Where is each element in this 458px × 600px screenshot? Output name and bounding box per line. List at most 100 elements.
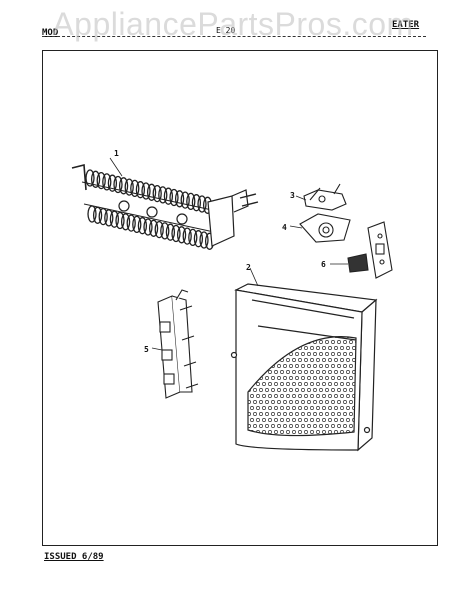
perforation-hole: [271, 412, 275, 416]
perforation-hole: [322, 406, 326, 410]
perforation-hole: [349, 424, 353, 428]
perforation-hole: [283, 424, 287, 428]
perforation-hole: [334, 430, 338, 434]
perforation-hole: [250, 394, 254, 398]
perforation-hole: [283, 412, 287, 416]
perforation-hole: [304, 406, 308, 410]
perforation-hole: [349, 340, 353, 344]
perforation-hole: [274, 394, 278, 398]
perforation-hole: [265, 388, 269, 392]
perforation-hole: [322, 358, 326, 362]
perforation-hole: [331, 352, 335, 356]
coil-loop: [107, 174, 118, 192]
callout-2: 2: [246, 263, 251, 272]
part-4-thermostat[interactable]: [289, 213, 351, 243]
part-3-thermostat-bracket[interactable]: [295, 183, 347, 211]
perforation-hole: [268, 370, 272, 374]
part-5-terminal-block[interactable]: [151, 289, 199, 399]
perforation-hole: [313, 364, 317, 368]
perforation-hole: [328, 336, 332, 338]
perforation-hole: [298, 382, 302, 386]
header-section-title: EATER: [392, 20, 420, 30]
perforation-hole: [316, 406, 320, 410]
perforation-hole: [319, 388, 323, 392]
perforation-hole: [331, 400, 335, 404]
perforation-hole: [313, 352, 317, 356]
perforation-hole: [292, 418, 296, 422]
perforation-hole: [268, 394, 272, 398]
coil-loop: [141, 182, 151, 200]
perforation-hole: [310, 406, 314, 410]
perforation-hole: [319, 364, 323, 368]
perforation-hole: [322, 370, 326, 374]
perforation-hole: [334, 358, 338, 362]
perforation-hole: [322, 394, 326, 398]
perforation-hole: [304, 382, 308, 386]
perforation-hole: [274, 370, 278, 374]
perforation-hole: [292, 406, 296, 410]
perforation-hole: [295, 412, 299, 416]
perforation-hole: [304, 418, 308, 422]
perforation-hole: [274, 418, 278, 422]
perforation-hole: [337, 400, 341, 404]
perforation-hole: [292, 358, 296, 362]
perforation-hole: [304, 370, 308, 374]
perforation-hole: [307, 364, 311, 368]
perforation-hole: [334, 370, 338, 374]
perforation-hole: [352, 346, 356, 350]
perforation-hole: [286, 382, 290, 386]
perforation-hole: [265, 412, 269, 416]
perforation-hole: [349, 352, 353, 356]
perforation-hole: [325, 340, 329, 344]
perforation-hole: [292, 430, 296, 434]
perforation-hole: [262, 382, 266, 386]
perforation-hole: [319, 412, 323, 416]
part-2-heater-box[interactable]: [230, 267, 378, 452]
perforation-hole: [331, 364, 335, 368]
coil-loop: [96, 171, 106, 190]
perforation-hole: [295, 376, 299, 380]
perforation-hole: [307, 388, 311, 392]
perforation-hole: [331, 340, 335, 344]
perforation-hole: [295, 364, 299, 368]
coil-loop: [180, 191, 190, 209]
perforation-hole: [331, 412, 335, 416]
perforation-hole: [274, 382, 278, 386]
perforation-hole: [349, 388, 353, 392]
coil-loop: [109, 210, 120, 228]
perforation-hole: [271, 400, 275, 404]
perforation-hole: [328, 418, 332, 422]
perforation-hole: [313, 376, 317, 380]
perforation-hole: [316, 418, 320, 422]
perforation-hole: [328, 382, 332, 386]
coil-loop: [132, 215, 142, 234]
perforation-hole: [286, 394, 290, 398]
perforation-hole: [331, 424, 335, 428]
part-6-thermal-fuse[interactable]: [330, 221, 393, 279]
perforation-hole: [313, 412, 317, 416]
perforation-hole: [334, 418, 338, 422]
part-1-heating-element[interactable]: [71, 157, 259, 250]
coil-loop: [90, 170, 101, 188]
perforation-hole: [292, 370, 296, 374]
perforation-hole: [307, 352, 311, 356]
perforation-hole: [316, 430, 320, 434]
perforation-hole: [337, 388, 341, 392]
coil-loop: [130, 179, 140, 198]
perforation-hole: [265, 424, 269, 428]
perforation-hole: [277, 376, 281, 380]
coil-loop: [160, 222, 170, 240]
perforation-hole: [316, 394, 320, 398]
perforation-hole: [277, 364, 281, 368]
coil-loop: [124, 178, 134, 196]
perforation-hole: [271, 388, 275, 392]
coil-loop: [104, 209, 114, 227]
perforation-hole: [292, 394, 296, 398]
perforation-hole: [283, 364, 287, 368]
perforation-hole: [343, 376, 347, 380]
perforation-hole: [265, 376, 269, 380]
perforation-hole: [310, 346, 314, 350]
perforation-hole: [268, 430, 272, 434]
coil-loop: [191, 194, 202, 212]
